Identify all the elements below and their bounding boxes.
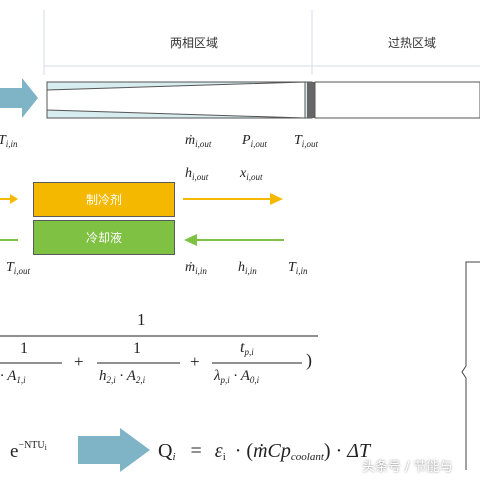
result-equation: Qi = εi · (ṁCpcoolant) · ΔT [158,440,371,463]
label-mdot-in: ṁi,in [185,260,207,276]
term1-numerator: 1 [20,340,28,357]
tube [46,81,480,119]
right-brace [461,261,480,470]
label-h-out: hi,out [185,166,209,182]
zone-label-superheat: 过热区域 [388,36,437,50]
exp-term: e−NTUi [10,440,47,462]
close-paren: ) [306,350,312,370]
label-t-out-top: Ti,out [294,133,319,149]
refrigerant-box: 制冷剂 [33,182,175,217]
label-x-out: xi,out [240,166,263,182]
label-p-out: Pi,out [242,133,267,149]
coolant-in-arrow [184,234,284,246]
label-t-in-right: Ti,in [288,260,308,276]
result-arrow [78,428,150,472]
refrigerant-in-arrow [0,194,18,204]
refrigerant-out-arrow [183,193,283,205]
inlet-flow-arrow [0,78,38,118]
plus-sign-1: + [74,352,84,371]
formula-numerator: 1 [137,310,146,329]
label-h-in: hi,in [238,260,257,276]
term2-denominator: h2,i · A2,i [99,368,146,385]
term3-denominator: λp,i · A0,i [214,368,260,385]
coolant-box: 冷却液 [33,220,175,255]
label-mdot-out: ṁi,out [185,133,212,149]
plus-sign-2: + [190,352,200,371]
watermark: 头条号 / 节能与 [362,460,453,475]
term3-numerator: tp,i [240,339,254,357]
term2-numerator: 1 [133,340,141,357]
label-t-out-left: Ti,out [6,260,31,276]
label-t-in-left: Ti,in [0,133,18,149]
term1-denominator: · A1,i [0,368,26,385]
zone-label-two-phase: 两相区域 [170,36,219,50]
